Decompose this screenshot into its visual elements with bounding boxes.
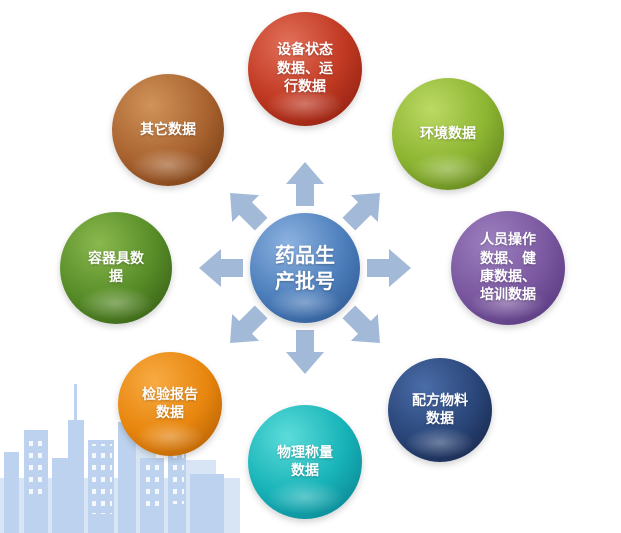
node-formula-material-data: 配方物料数据: [388, 358, 492, 462]
node-label: 物理称量数据: [277, 444, 333, 479]
node-equipment-status-data: 设备状态数据、运行数据: [248, 12, 362, 126]
node-inspection-report-data: 检验报告数据: [118, 352, 222, 456]
center-node-label: 药品生产批号: [275, 242, 335, 293]
node-label: 设备状态数据、运行数据: [277, 42, 333, 96]
skyline-windows: [26, 434, 184, 514]
node-label: 配方物料数据: [412, 392, 468, 427]
arrow-down-right-icon: [342, 305, 380, 343]
arrow-up-left-icon: [230, 193, 268, 231]
city-skyline-decoration: [0, 384, 240, 533]
arrow-up-right-icon: [342, 193, 380, 231]
arrow-left-icon: [199, 249, 243, 287]
node-container-tool-data: 容器具数据: [60, 212, 172, 324]
arrow-right-icon: [367, 249, 411, 287]
node-environment-data: 环境数据: [392, 78, 504, 190]
node-label: 环境数据: [420, 125, 476, 142]
node-other-data: 其它数据: [112, 74, 224, 186]
node-label: 其它数据: [140, 121, 196, 138]
node-personnel-data: 人员操作数据、健康数据、培训数据: [451, 211, 565, 325]
node-label: 检验报告数据: [142, 386, 198, 421]
center-node-drug-batch-number: 药品生产批号: [250, 213, 360, 323]
node-label: 人员操作数据、健康数据、培训数据: [480, 232, 536, 304]
arrow-down-icon: [286, 330, 324, 374]
node-physical-weighing-data: 物理称量数据: [248, 405, 362, 519]
arrow-up-icon: [286, 162, 324, 206]
node-label: 容器具数据: [88, 250, 144, 285]
arrow-down-left-icon: [230, 305, 268, 343]
